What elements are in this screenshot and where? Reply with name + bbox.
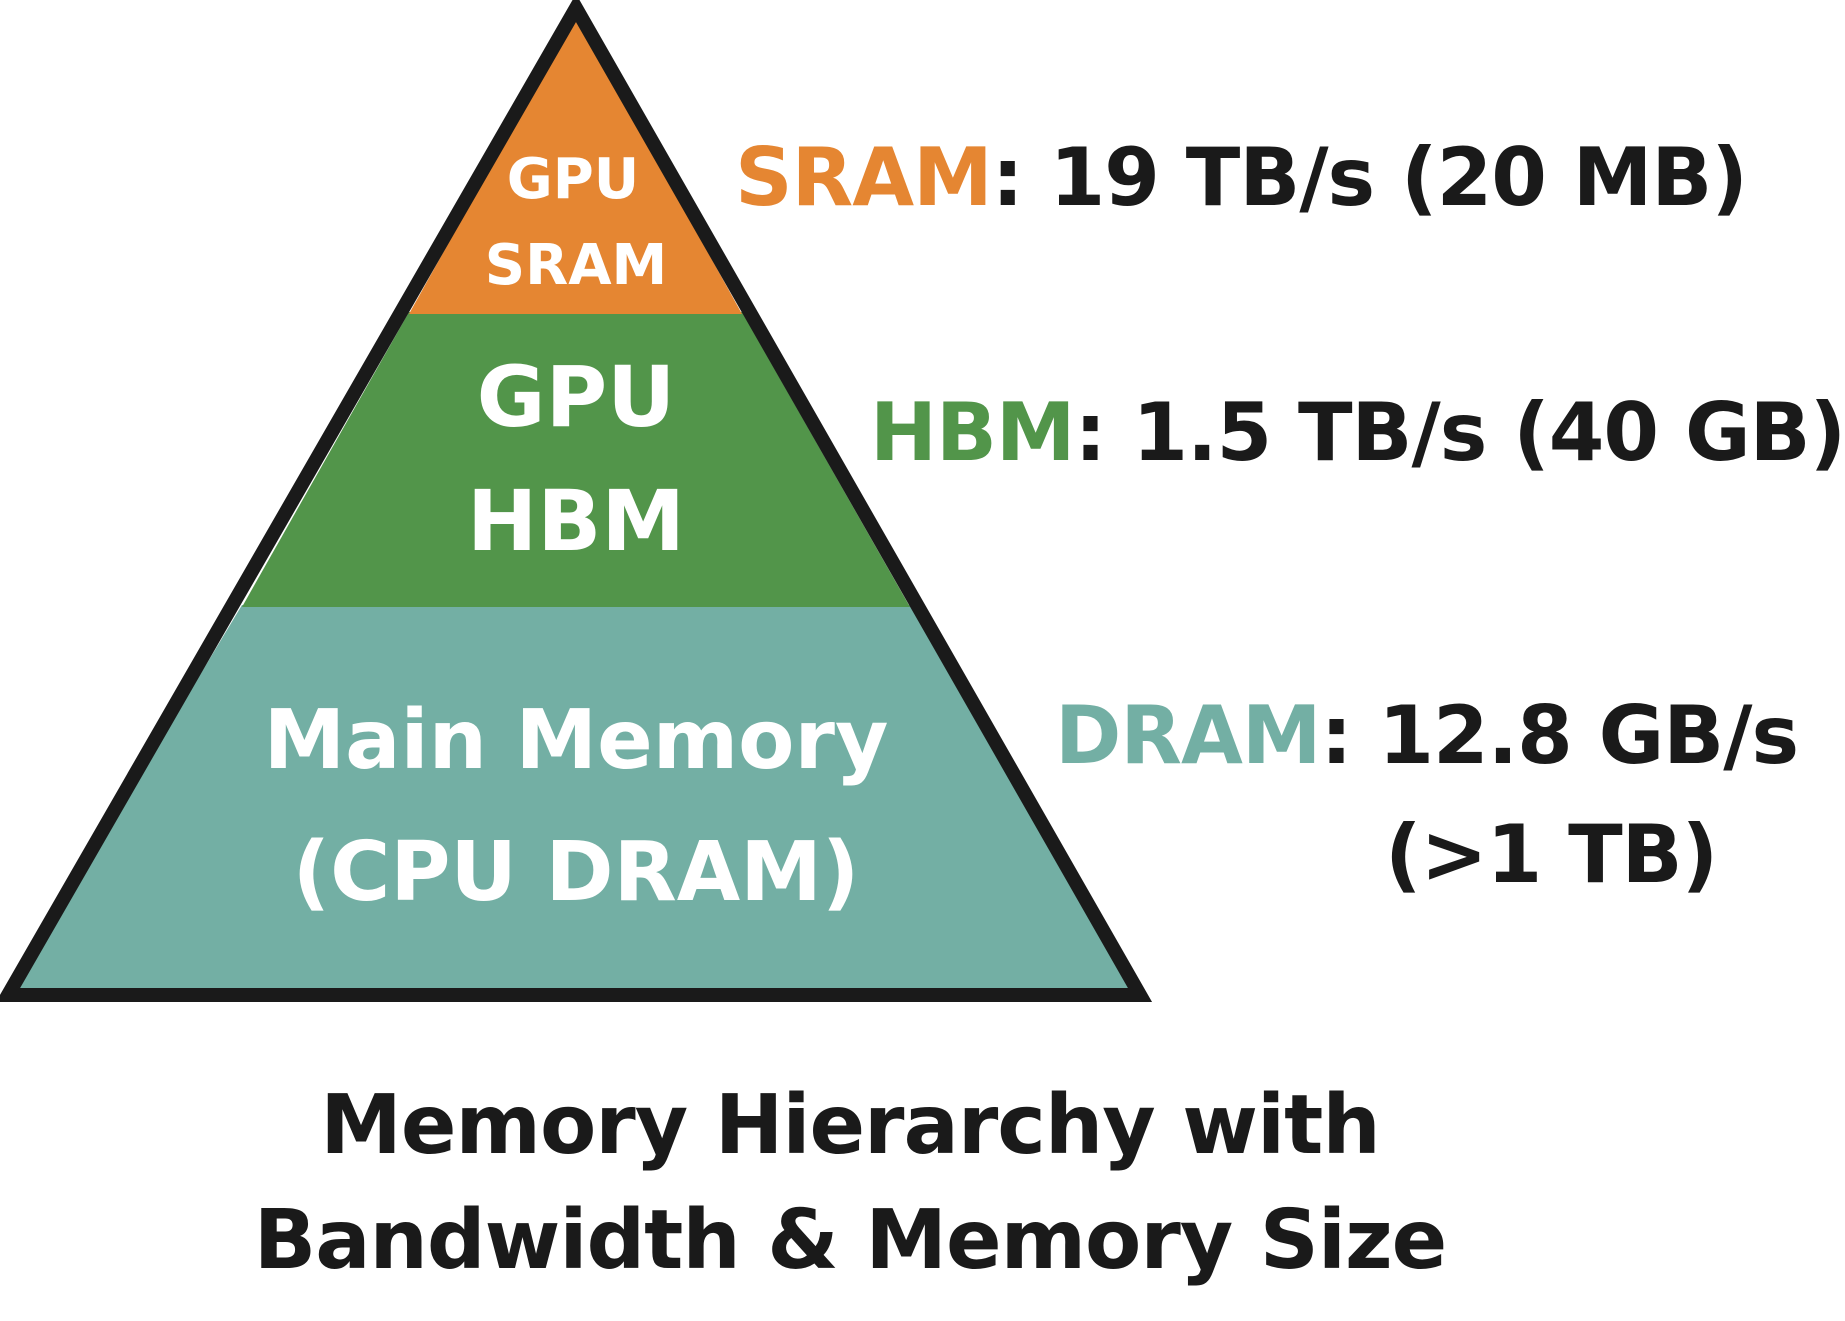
dram-value: : 12.8 GB/s [1320,689,1800,782]
hbm-key: HBM [870,386,1076,479]
dram-spec: DRAM: 12.8 GB/s [1055,696,1799,776]
hbm-tier-label-line1: GPU [477,348,676,446]
dram-key: DRAM [1055,689,1322,782]
memory-pyramid: GPU SRAM GPU HBM Main Memory (CPU DRAM) [0,0,1153,1002]
hbm-tier-label-line2: HBM [467,472,685,570]
sram-value: : 19 TB/s (20 MB) [991,131,1748,224]
pyramid-outline [0,0,1153,1002]
dram-tier-label-line1: Main Memory [264,693,889,788]
sram-key: SRAM [735,131,993,224]
hbm-value: : 1.5 TB/s (40 GB) [1074,386,1845,479]
diagram-caption-line1: Memory Hierarchy with [320,1078,1380,1173]
hbm-spec: HBM: 1.5 TB/s (40 GB) [870,393,1845,473]
diagram-caption-line2: Bandwidth & Memory Size [253,1193,1448,1288]
sram-spec: SRAM: 19 TB/s (20 MB) [735,138,1748,218]
dram-size: (>1 TB) [1385,808,1718,901]
sram-tier-label-line1: GPU [507,147,639,212]
sram-tier [409,14,742,314]
dram-tier [8,605,1140,995]
sram-tier-label-line2: SRAM [485,233,668,298]
dram-tier-label-line2: (CPU DRAM) [293,825,860,920]
hbm-tier [242,312,910,607]
